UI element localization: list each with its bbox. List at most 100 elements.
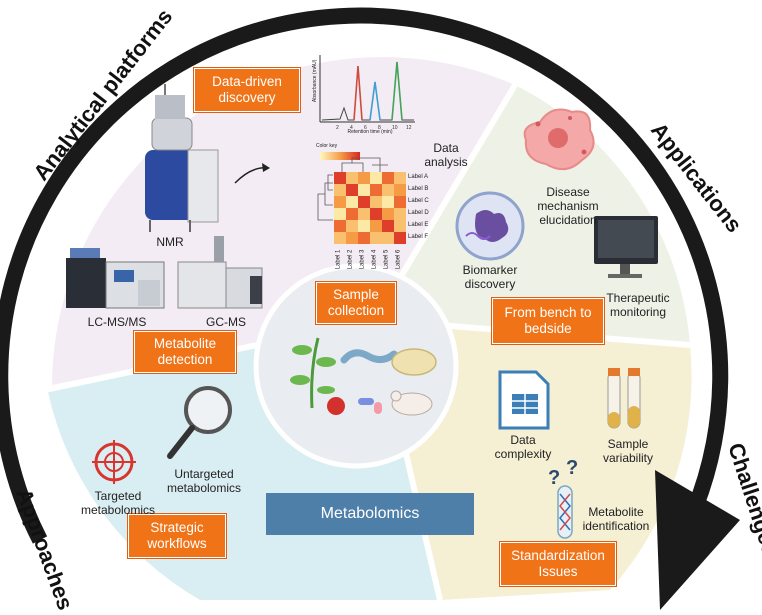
chromatogram-ylabel: Absorbance (mAU) (312, 59, 319, 103)
heatmap-row-label: Label F (408, 234, 429, 240)
chromatogram-xlabel: Retention time (min) (347, 129, 393, 135)
heatmap-cell (358, 220, 370, 232)
nmr-instrument (145, 84, 219, 232)
label-lcms: LC-MS/MS (87, 315, 147, 329)
heatmap-col-label: Label 5 (383, 249, 390, 270)
heatmap-cell (358, 196, 370, 208)
target-icon (92, 440, 136, 484)
heatmap-cell (382, 184, 394, 196)
heatmap-cell (358, 232, 370, 244)
heatmap-row-label: Label D (408, 210, 429, 216)
heatmap-cell (370, 220, 382, 232)
heatmap-key-label: Color key (316, 143, 338, 149)
heatmap-cell (382, 208, 394, 220)
chromatogram-tick-label: 4 (350, 125, 353, 131)
heatmap-cell (370, 172, 382, 184)
heatmap-cell (334, 172, 346, 184)
label-gcms: GC-MS (206, 315, 246, 329)
heatmap-col-label: Label 2 (347, 249, 354, 270)
heatmap-row-label: Label E (408, 222, 429, 228)
heatmap-cell (394, 232, 406, 244)
outer-arrowhead (655, 470, 740, 610)
heatmap-cell (334, 184, 346, 196)
heatmap-cell (334, 232, 346, 244)
heatmap-cell (394, 196, 406, 208)
heatmap-cell (358, 208, 370, 220)
heatmap-col-label: Label 1 (335, 249, 342, 270)
heatmap-cell (370, 184, 382, 196)
monitor-illustration (594, 216, 658, 278)
svg-text:?: ? (566, 457, 578, 479)
heatmap-color-key (320, 152, 360, 160)
heatmap-row-label: Label A (408, 174, 429, 180)
heatmap-cell (346, 232, 358, 244)
heatmap-cell (346, 196, 358, 208)
heatmap-cell (334, 220, 346, 232)
heatmap-cell (394, 184, 406, 196)
heatmap-row-label: Label C (408, 198, 429, 204)
heatmap-cell (358, 184, 370, 196)
heatmap-cell (382, 196, 394, 208)
heatmap-cell (394, 208, 406, 220)
sample-tubes-illustration (607, 368, 641, 429)
heatmap-cell (382, 232, 394, 244)
svg-text:?: ? (548, 467, 560, 489)
heatmap-cell (370, 196, 382, 208)
heatmap-row-label: Label B (408, 186, 429, 192)
heatmap-col-label: Label 4 (371, 249, 378, 270)
heatmap-cell (346, 184, 358, 196)
chromatogram-tick-label: 8 (378, 125, 381, 131)
heatmap-col-label: Label 3 (359, 249, 366, 270)
heatmap-cell (382, 172, 394, 184)
arc-label-challenges: Challenges (723, 440, 762, 559)
heatmap-cell (334, 196, 346, 208)
heatmap-dendrogram-left (317, 174, 333, 221)
chromatogram-tick-label: 12 (406, 125, 412, 131)
chromatogram-tick-label: 6 (364, 125, 367, 131)
outer-ring-arrow (0, 7, 729, 544)
heatmap-cell (346, 208, 358, 220)
heatmap-cell (394, 220, 406, 232)
heatmap-cell (346, 172, 358, 184)
heatmap-cell (370, 208, 382, 220)
metabolomics-title-box: Metabolomics (266, 493, 474, 535)
sample-collection-illustrations (290, 337, 437, 416)
heatmap-cell (370, 232, 382, 244)
heatmap-cell (358, 172, 370, 184)
lcms-instrument (66, 248, 165, 309)
arc-label-approaches: Approaches (11, 485, 78, 613)
magnifier-icon (167, 386, 232, 459)
heatmap (317, 152, 406, 244)
heatmap-cell (334, 208, 346, 220)
disease-cell-illustration (523, 108, 595, 171)
heatmap-cell (346, 220, 358, 232)
chromatogram-tick-label: 2 (336, 125, 339, 131)
chromatogram-plot (319, 55, 415, 123)
chromatogram-tick-label: 10 (392, 125, 398, 131)
heatmap-dendrogram-top (341, 157, 388, 172)
sector-applications (375, 85, 690, 345)
test-tube-dna-illustration: ? ? (548, 457, 578, 539)
heatmap-cell (382, 220, 394, 232)
heatmap-col-label: Label 6 (395, 249, 402, 270)
center-circle (253, 263, 459, 469)
label-nmr: NMR (156, 235, 184, 249)
biomarker-illustration (455, 191, 525, 261)
gcms-instrument (177, 236, 263, 309)
data-document-icon (498, 370, 550, 430)
